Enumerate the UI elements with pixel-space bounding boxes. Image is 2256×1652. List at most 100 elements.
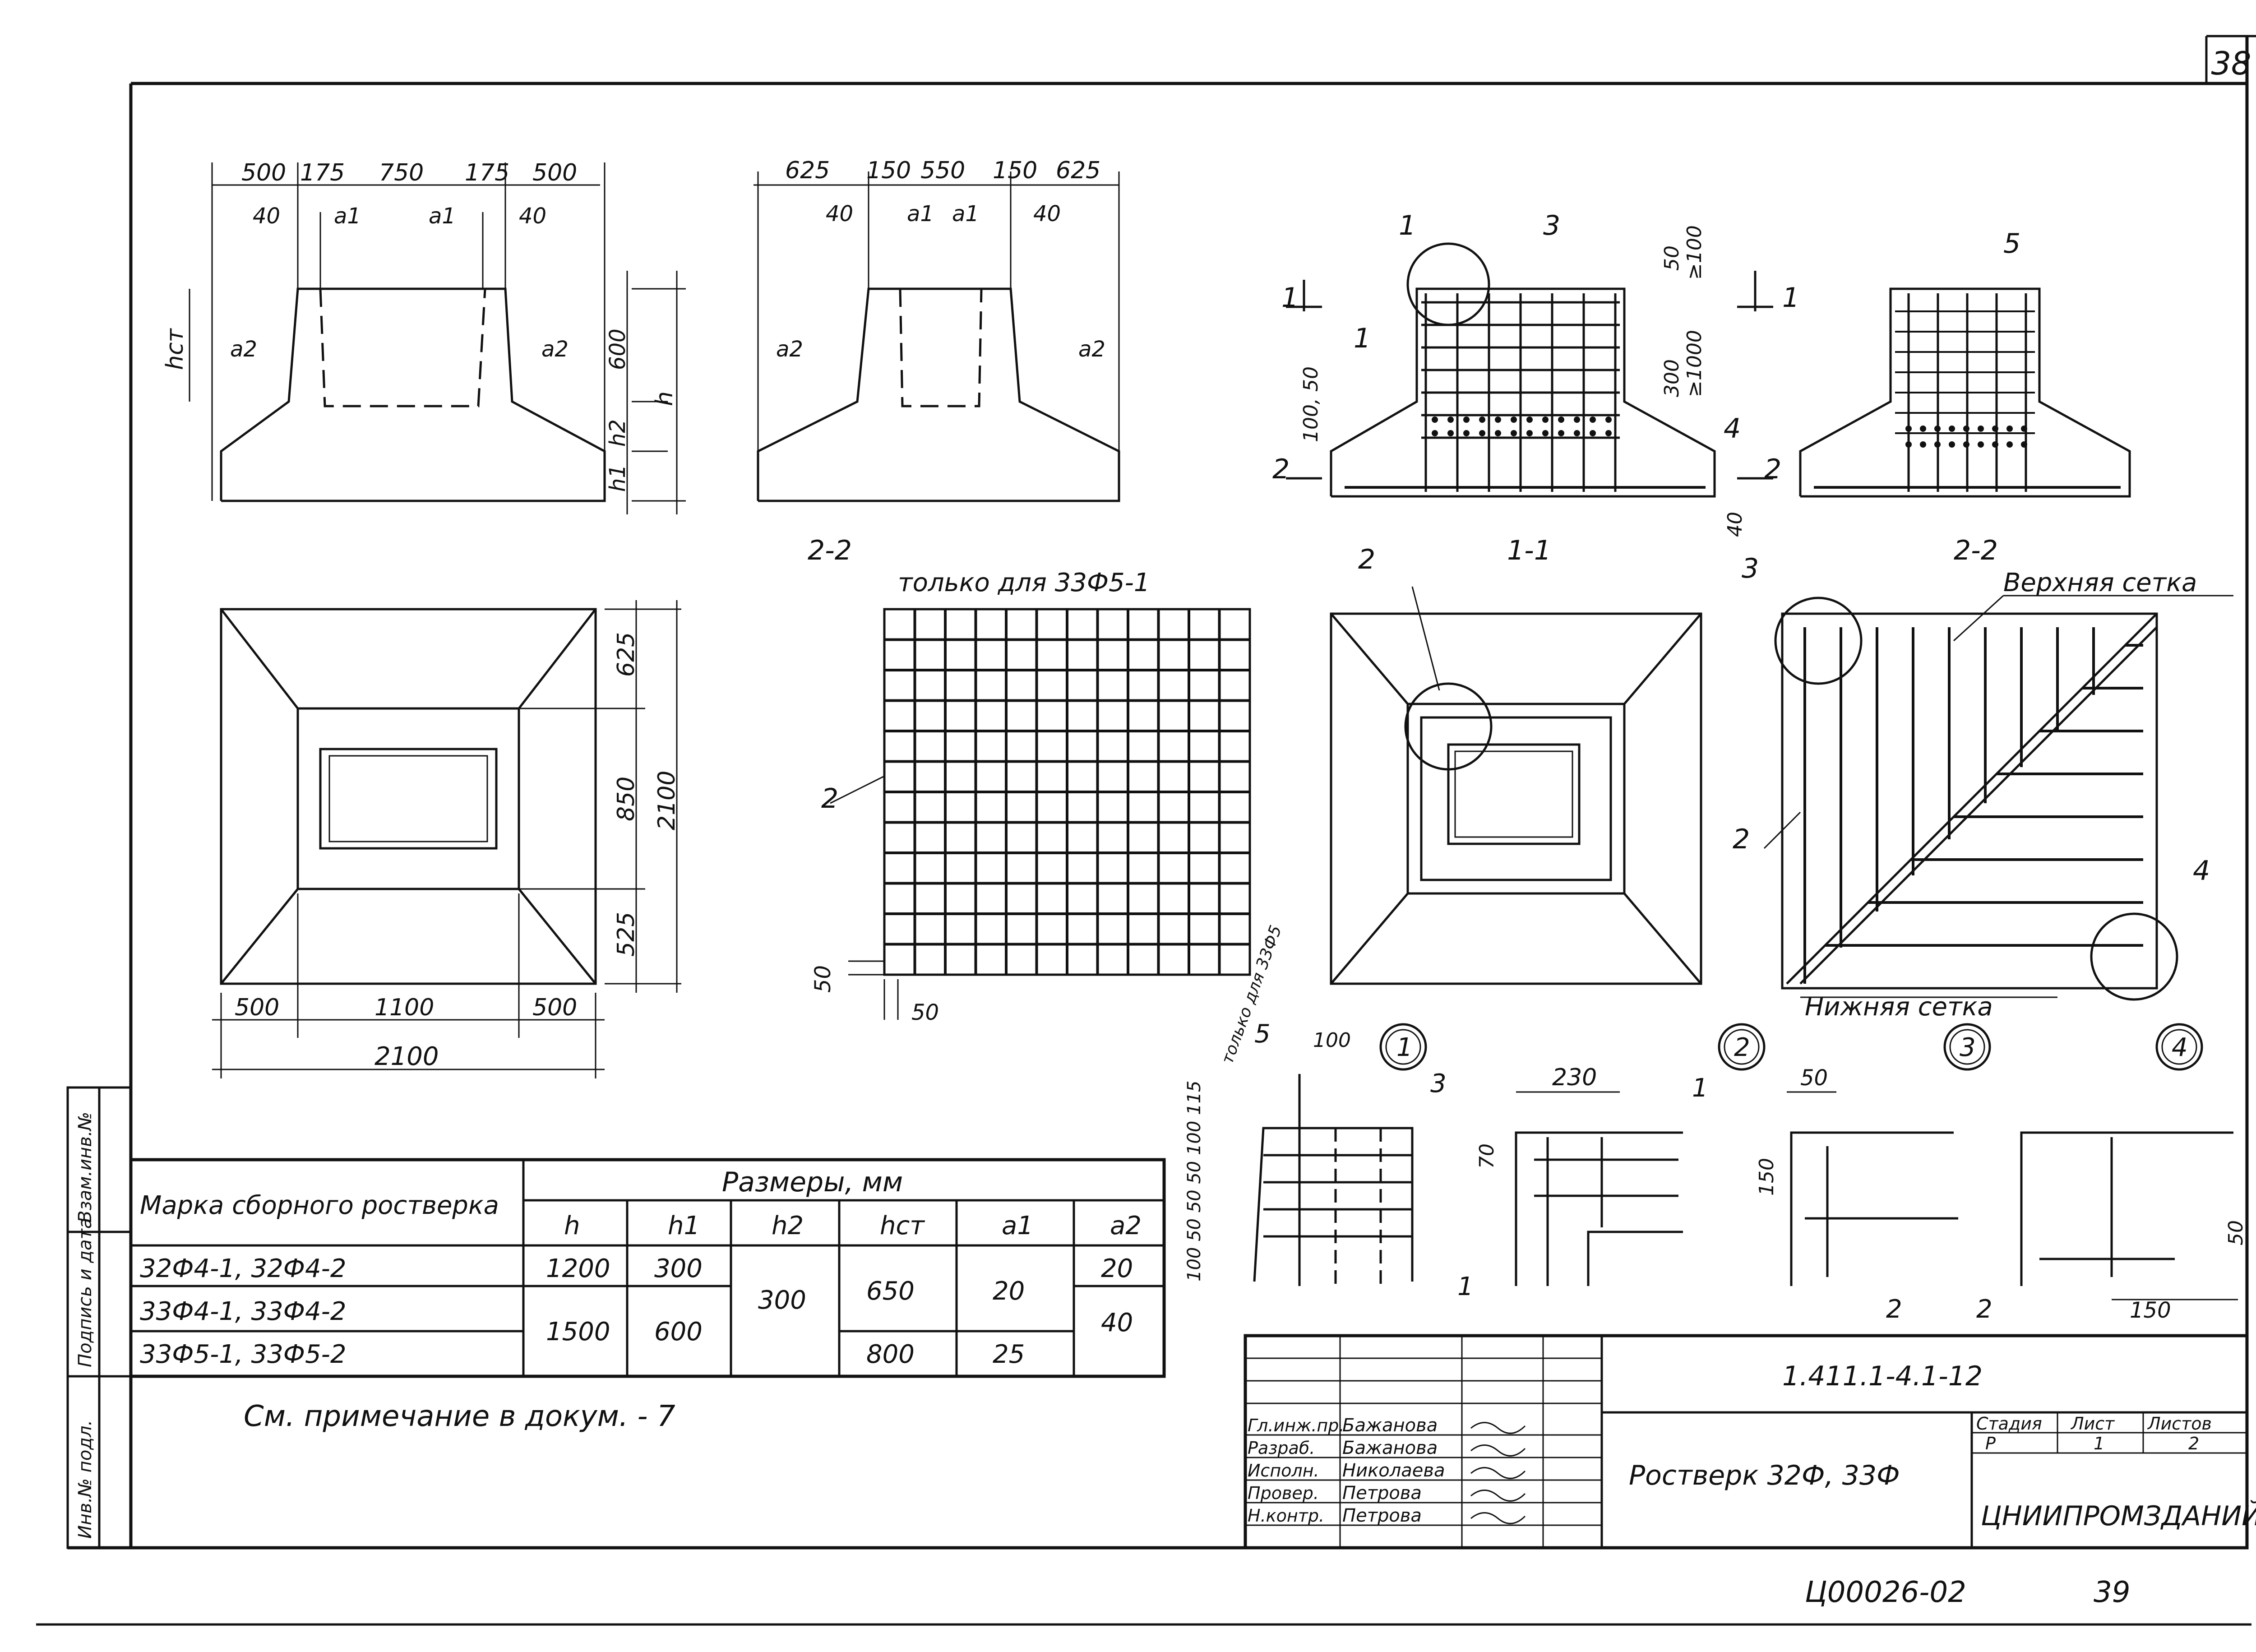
section-dot bbox=[1574, 416, 1580, 423]
row-0-mark: 32Ф4-1, 32Ф4-2 bbox=[140, 1254, 346, 1283]
section-dot bbox=[1542, 416, 1549, 423]
name-1: Бажанова bbox=[1342, 1438, 1438, 1458]
row-0-h: 1200 bbox=[546, 1254, 610, 1283]
plan11-title: 1-1 bbox=[1507, 535, 1551, 566]
plan22-label-4: 4 bbox=[2193, 855, 2210, 887]
row-h-merged: 1500 bbox=[546, 1317, 610, 1347]
section-dot bbox=[1511, 416, 1517, 423]
e2-dim-3: 150 bbox=[993, 157, 1037, 184]
section-dot bbox=[1542, 430, 1549, 436]
d2-dim-1: 70 bbox=[1475, 1143, 1498, 1169]
d3-dim-0: 50 bbox=[1800, 1065, 1828, 1091]
e1-sub-1: a1 bbox=[334, 204, 361, 229]
sec-cut-1-right: 1 bbox=[1782, 282, 1799, 314]
role-1: Разраб. bbox=[1248, 1438, 1315, 1458]
dimension-table: Марка сборного ростверка Размеры, мм h h… bbox=[129, 1158, 1166, 1378]
section2-dot bbox=[1905, 426, 1912, 432]
sheets-value: 2 bbox=[2188, 1434, 2199, 1453]
sec-label-1: 1 bbox=[1399, 210, 1416, 241]
section2-dot bbox=[1978, 441, 1984, 448]
plan-b-1: 1100 bbox=[374, 994, 434, 1021]
section-1-1-elevation: 1 1 2 2 1 3 1 4 100, 50 50 ≥100 300 ≥100… bbox=[1272, 210, 1799, 537]
section-dot bbox=[1558, 430, 1564, 436]
sec-dim-0: 100, 50 bbox=[1299, 366, 1322, 442]
e1-dim-4: 500 bbox=[532, 159, 577, 186]
section2-dot bbox=[1992, 441, 1998, 448]
e2-a2-left: a2 bbox=[776, 337, 803, 362]
row-0-a2: 20 bbox=[1101, 1254, 1133, 1283]
name-0: Бажанова bbox=[1342, 1415, 1438, 1436]
sec-dim-5: 40 bbox=[1724, 512, 1747, 537]
mesh-dim-v: 50 bbox=[810, 965, 836, 993]
section2-dot bbox=[1920, 426, 1926, 432]
section-dot bbox=[1574, 430, 1580, 436]
section-dot bbox=[1590, 416, 1596, 423]
row-h2-merged: 300 bbox=[758, 1286, 806, 1315]
row-h1-merged: 600 bbox=[654, 1317, 703, 1347]
sec-dim-3: 300 bbox=[1660, 359, 1683, 397]
side-stamp: Взам.инв.№ Подпись и дата Инв.№ подл. bbox=[66, 1086, 132, 1549]
plan-b-2: 500 bbox=[532, 994, 577, 1021]
plan-r-1: 850 bbox=[613, 777, 640, 821]
section2-dot bbox=[2006, 441, 2013, 448]
detail-4: 4 150 50 2 bbox=[1976, 1023, 2247, 1324]
plan-b-0: 500 bbox=[235, 994, 279, 1021]
plan22-label-3: 3 bbox=[1742, 553, 1759, 584]
d1-label-5: 5 bbox=[1254, 1019, 1271, 1049]
role-2: Исполн. bbox=[1248, 1461, 1319, 1481]
sec-cut-2-left: 2 bbox=[1272, 453, 1290, 485]
section2-dot bbox=[1920, 441, 1926, 448]
row-a2-merged: 40 bbox=[1101, 1308, 1133, 1337]
e1-side-1: h2 bbox=[605, 419, 630, 447]
plan22-label-2: 2 bbox=[1733, 824, 1750, 855]
th-a2: a2 bbox=[1110, 1211, 1142, 1240]
plan-section-1-1: 1-1 2 bbox=[1330, 535, 1702, 985]
role-0: Гл.инж.пр. bbox=[1248, 1416, 1344, 1435]
sec-dim-1: 50 bbox=[1660, 245, 1683, 271]
section-dot bbox=[1511, 430, 1517, 436]
doc-title: Ростверк 32Ф, 33Ф bbox=[1629, 1460, 1900, 1491]
section2-dot bbox=[1934, 441, 1941, 448]
plan-total: 2100 bbox=[374, 1042, 439, 1071]
row-2-mark: 33Ф5-1, 33Ф5-2 bbox=[140, 1340, 346, 1369]
stamp-cell-1: Взам.инв.№ bbox=[75, 1112, 96, 1223]
row-0-hct: 650 bbox=[866, 1277, 915, 1306]
mesh-dim-h: 50 bbox=[911, 1000, 939, 1025]
row-1-mark: 33Ф4-1, 33Ф4-2 bbox=[140, 1297, 346, 1326]
section-dot bbox=[1605, 430, 1612, 436]
e1-a2-left: a2 bbox=[230, 337, 257, 362]
elevation-2: 625 150 550 150 625 40 a1 a1 40 a2 a2 bbox=[754, 157, 1120, 502]
plan-view: 625 850 525 2100 500 1100 500 2100 bbox=[212, 600, 681, 1078]
footer-page: 39 bbox=[2094, 1576, 2130, 1609]
section-dot bbox=[1605, 416, 1612, 423]
section2-dot bbox=[1992, 426, 1998, 432]
e1-side-0: 600 bbox=[605, 329, 630, 370]
doc-code: 1.411.1-4.1-12 bbox=[1782, 1360, 1983, 1392]
section2-dot bbox=[2021, 441, 2027, 448]
detail-1: 1 100 50 50 50 100 115 100 только для 33… bbox=[1184, 923, 1474, 1301]
plan11-label-2: 2 bbox=[1358, 544, 1375, 575]
d4-label-2: 2 bbox=[1976, 1295, 1992, 1324]
section2-dot bbox=[1905, 441, 1912, 448]
note-text: См. примечание в докум. - 7 bbox=[244, 1400, 675, 1433]
th-hct: hст bbox=[880, 1211, 925, 1240]
section2-dot bbox=[1949, 426, 1955, 432]
e1-dim-0: 500 bbox=[241, 159, 286, 186]
d1-label-1: 1 bbox=[1457, 1272, 1474, 1301]
e2-sub-0: 40 bbox=[826, 201, 853, 227]
d4-dim-1: 150 bbox=[2130, 1298, 2171, 1323]
detail-2: 2 230 70 1 bbox=[1475, 1023, 1766, 1286]
sheet-label: Лист bbox=[2070, 1414, 2115, 1434]
org-name: ЦНИИПРОМЗДАНИЙ bbox=[1981, 1500, 2256, 1532]
section-dot bbox=[1558, 416, 1564, 423]
d1-dims-stack: 100 50 50 50 100 115 bbox=[1184, 1081, 1205, 1282]
section-dot bbox=[1463, 430, 1470, 436]
section-dot bbox=[1463, 416, 1470, 423]
table-sizes-header: Размеры, мм bbox=[722, 1166, 903, 1198]
section2-dot bbox=[2006, 426, 2013, 432]
e1-a2-right: a2 bbox=[541, 337, 569, 362]
section-dot bbox=[1526, 416, 1533, 423]
section2-dot bbox=[1978, 426, 1984, 432]
d1-label-3: 3 bbox=[1430, 1069, 1447, 1098]
